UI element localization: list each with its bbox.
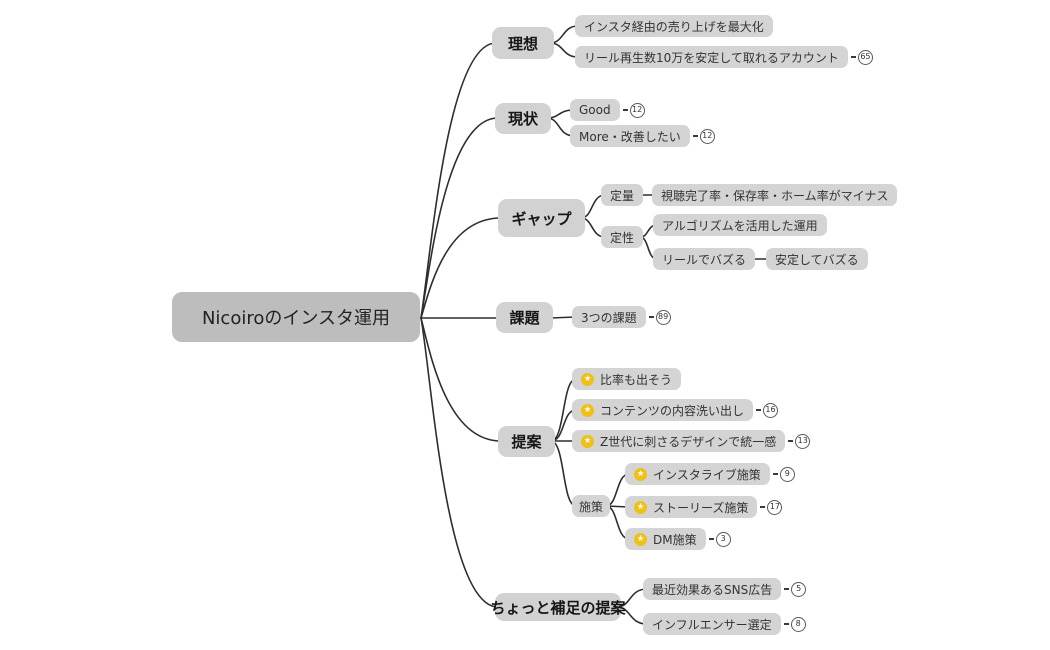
- count-badge[interactable]: 89: [655, 309, 671, 325]
- node-three-issues[interactable]: 3つの課題 89: [572, 306, 671, 328]
- node-label: 定量: [609, 188, 634, 203]
- node-content-list[interactable]: ★ コンテンツの内容洗い出し 16: [572, 399, 779, 421]
- count-badge[interactable]: 9: [779, 466, 795, 482]
- star-icon: ★: [634, 467, 647, 481]
- node-instalive[interactable]: ★ インスタライブ施策 9: [625, 463, 795, 485]
- node-influencer[interactable]: インフルエンサー選定 8: [643, 613, 806, 635]
- node-label: 課題: [509, 309, 540, 327]
- node-label: インフルエンサー選定: [652, 617, 772, 632]
- node-label: 施策: [578, 499, 603, 514]
- star-icon: ★: [581, 403, 594, 417]
- count-badge[interactable]: 5: [791, 581, 807, 597]
- badge-connector: [756, 409, 762, 411]
- node-label: Good: [579, 103, 611, 117]
- count-badge[interactable]: 13: [795, 433, 811, 449]
- node-label: 理想: [507, 34, 538, 53]
- node-label: ちょっと補足の提案: [490, 598, 626, 617]
- star-icon: ★: [581, 434, 594, 448]
- node-more-improve[interactable]: More・改善したい 12: [570, 125, 715, 147]
- node-label: コンテンツの内容洗い出し: [600, 403, 745, 418]
- node-algorithm[interactable]: アルゴリズムを活用した運用: [653, 214, 827, 236]
- node-metrics-minus[interactable]: 視聴完了率・保存率・ホーム率がマイナス: [652, 184, 898, 206]
- badge-connector: [788, 440, 794, 442]
- count-badge[interactable]: 3: [715, 531, 731, 547]
- node-label: 安定してバズる: [775, 252, 859, 267]
- count-badge[interactable]: 65: [857, 49, 873, 65]
- node-supplementary-proposal[interactable]: ちょっと補足の提案: [491, 593, 626, 621]
- node-label: 定性: [609, 230, 634, 245]
- node-label: DM施策: [653, 532, 697, 547]
- node-gap[interactable]: ギャップ: [498, 199, 585, 237]
- node-stories[interactable]: ★ ストーリーズ施策 17: [625, 496, 783, 518]
- edge: [549, 25, 579, 44]
- node-reel-views[interactable]: リール再生数10万を安定して取れるアカウント 65: [575, 46, 873, 68]
- node-dm[interactable]: ★ DM施策 3: [625, 528, 731, 550]
- node-label: More・改善したい: [579, 129, 681, 144]
- badge-connector: [692, 135, 698, 137]
- badge-connector: [783, 623, 789, 625]
- node-sns-ads[interactable]: 最近効果あるSNS広告 5: [643, 578, 807, 600]
- node-reel-buzz[interactable]: リールでバズる: [653, 248, 756, 270]
- node-label: Z世代に刺さるデザインで統一感: [600, 434, 777, 449]
- edge-root-proposal: [420, 317, 502, 442]
- badge-connector: [850, 56, 856, 58]
- node-issues[interactable]: 課題: [496, 302, 553, 333]
- node-label: アルゴリズムを活用した運用: [662, 218, 818, 233]
- badge-connector: [622, 109, 628, 111]
- node-label: 最近効果あるSNS広告: [652, 582, 773, 597]
- node-sales-max[interactable]: インスタ経由の売り上げを最大化: [575, 15, 773, 37]
- node-label: 比率も出そう: [600, 372, 673, 387]
- node-label: リール再生数10万を安定して取れるアカウント: [584, 50, 839, 65]
- node-label: リールでバズる: [662, 252, 747, 267]
- node-label: 3つの課題: [581, 310, 637, 325]
- badge-connector: [784, 588, 790, 590]
- node-genz-design[interactable]: ★ Z世代に刺さるデザインで統一感 13: [572, 430, 811, 452]
- node-ratio[interactable]: ★ 比率も出そう: [572, 368, 682, 390]
- node-good[interactable]: Good 12: [570, 99, 645, 121]
- star-icon: ★: [634, 532, 647, 546]
- badge-connector: [760, 506, 766, 508]
- node-label: 現状: [507, 110, 538, 128]
- node-label: 視聴完了率・保存率・ホーム率がマイナス: [661, 188, 889, 203]
- star-icon: ★: [581, 372, 594, 386]
- node-label: ギャップ: [511, 209, 572, 228]
- edge-root-supp: [420, 317, 499, 608]
- edge: [549, 42, 579, 58]
- node-root[interactable]: Nicoiroのインスタ運用: [172, 292, 420, 342]
- node-measures[interactable]: 施策: [572, 495, 610, 517]
- badge-connector: [708, 538, 714, 540]
- node-ideal[interactable]: 理想: [492, 27, 554, 59]
- node-root-label: Nicoiroのインスタ運用: [201, 308, 391, 329]
- node-label: インスタライブ施策: [653, 467, 761, 482]
- node-qualitative[interactable]: 定性: [601, 226, 643, 248]
- edge-root-gap: [420, 217, 502, 319]
- count-badge[interactable]: 8: [790, 616, 806, 632]
- node-stable-buzz[interactable]: 安定してバズる: [766, 248, 868, 270]
- badge-connector: [648, 316, 654, 318]
- edge-root-ideal: [420, 42, 497, 319]
- star-icon: ★: [634, 500, 647, 514]
- node-label: インスタ経由の売り上げを最大化: [584, 19, 764, 34]
- count-badge[interactable]: 17: [767, 499, 783, 515]
- count-badge[interactable]: 12: [629, 102, 645, 118]
- node-proposal[interactable]: 提案: [498, 426, 555, 457]
- node-current-state[interactable]: 現状: [495, 103, 551, 134]
- edge: [549, 316, 577, 319]
- badge-connector: [772, 473, 778, 475]
- count-badge[interactable]: 16: [763, 402, 779, 418]
- node-quantitative[interactable]: 定量: [601, 184, 643, 206]
- count-badge[interactable]: 12: [699, 128, 715, 144]
- node-label: ストーリーズ施策: [653, 500, 749, 515]
- edge-root-current: [420, 117, 499, 319]
- node-label: 提案: [511, 433, 542, 451]
